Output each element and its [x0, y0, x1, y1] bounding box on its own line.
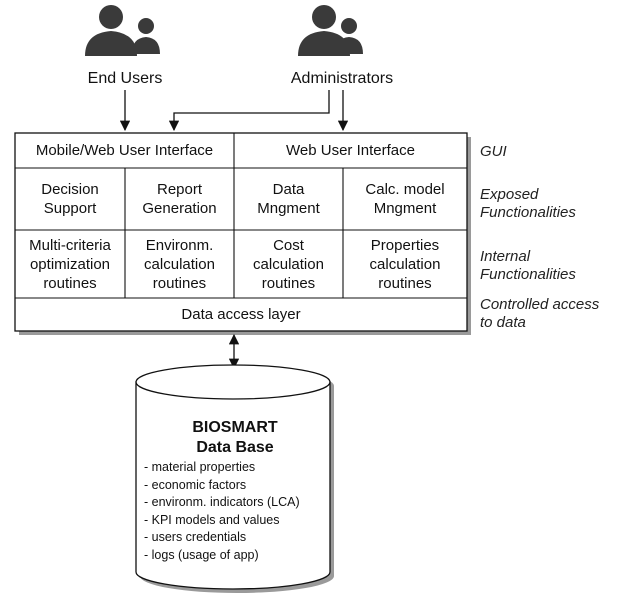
mobile-web-ui-cell: Mobile/Web User Interface — [35, 142, 214, 159]
multi-criteria-optimization-cell: Multi-criteria optimization routines — [29, 236, 111, 292]
controlled-access-layer-label: Controlled access to data — [480, 296, 600, 331]
database-item: - logs (usage of app) — [144, 547, 259, 562]
database-item: - economic factors — [144, 477, 247, 492]
database-item: - users credentials — [144, 530, 247, 544]
administrators-label: Administrators — [290, 70, 394, 87]
exposed-layer-label: Exposed Functionalities — [480, 186, 576, 221]
end-users-icon — [85, 5, 160, 56]
database-title: BIOSMART — [192, 419, 278, 436]
database-item: - material properties — [144, 460, 256, 474]
database-item: - environm. indicators (LCA) — [144, 495, 300, 509]
database-subtitle: Data Base — [196, 439, 274, 456]
data-access-layer-cell: Data access layer — [181, 306, 301, 323]
decision-support-cell: Decision Support — [41, 181, 99, 217]
calc-model-management-cell: Calc. model Mngment — [365, 181, 445, 217]
properties-calculation-cell: Properties calculation routines — [369, 236, 441, 292]
internal-layer-label: Internal Functionalities — [480, 248, 576, 283]
gui-layer-label: GUI — [480, 143, 507, 160]
cost-calculation-cell: Cost calculation routines — [253, 236, 324, 292]
report-generation-cell: Report Generation — [142, 181, 217, 217]
end-users-label: End Users — [87, 70, 163, 87]
data-management-cell: Data Mngment — [257, 181, 320, 217]
environmental-calculation-cell: Environm. calculation routines — [144, 236, 215, 292]
database-contents-list: - material properties - economic factors… — [144, 459, 300, 564]
web-ui-cell: Web User Interface — [286, 142, 415, 159]
administrators-icon — [298, 5, 363, 56]
database-item: - KPI models and values — [144, 512, 280, 527]
arrow-admins-to-mobile-ui — [168, 90, 330, 132]
database-cylinder — [135, 364, 331, 590]
